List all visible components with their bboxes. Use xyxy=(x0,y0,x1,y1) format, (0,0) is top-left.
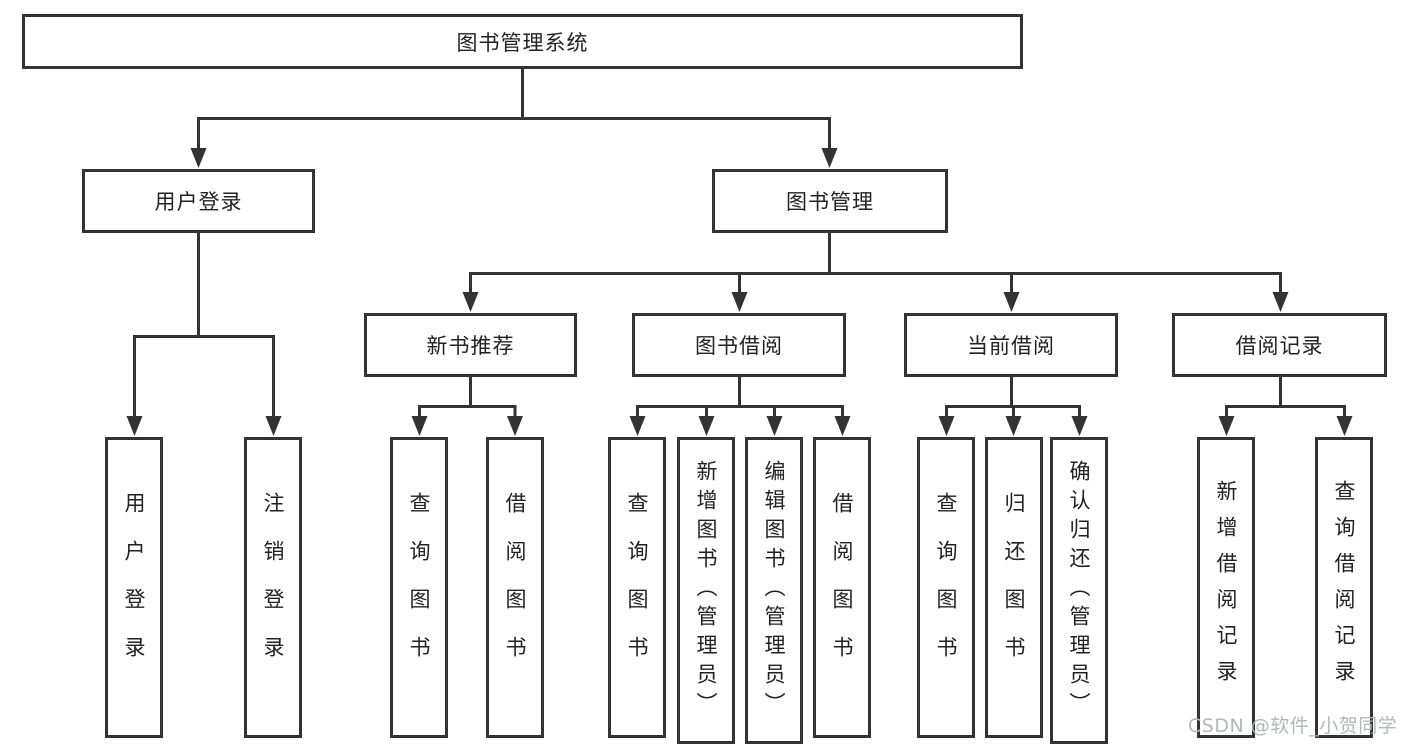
leaf-confirm-return-admin: 确认归还（管理员） xyxy=(1050,437,1108,744)
leaf-query-book-borrow: 查询图书 xyxy=(608,437,666,738)
leaf-add-book-admin: 新增图书（管理员） xyxy=(677,437,735,744)
arrowhead-icons xyxy=(126,148,1353,436)
node-user-login: 用户登录 xyxy=(82,169,315,233)
leaf-borrow-book-recommend: 借阅图书 xyxy=(486,437,544,738)
leaf-borrow-book-borrow: 借阅图书 xyxy=(813,437,871,738)
csdn-watermark: CSDN @软件_小贺同学 xyxy=(1188,715,1398,737)
leaf-query-book-recommend: 查询图书 xyxy=(390,437,448,738)
leaf-return-book: 归还图书 xyxy=(985,437,1043,738)
leaf-query-borrow-record: 查询借阅记录 xyxy=(1315,437,1373,738)
node-book-borrow: 图书借阅 xyxy=(632,313,846,377)
node-book-management: 图书管理 xyxy=(712,169,948,233)
leaf-logout: 注销登录 xyxy=(244,437,302,738)
leaf-user-login: 用户登录 xyxy=(105,437,163,738)
leaf-query-book-current: 查询图书 xyxy=(917,437,975,738)
leaf-add-borrow-record: 新增借阅记录 xyxy=(1197,437,1255,738)
node-borrow-records: 借阅记录 xyxy=(1172,313,1387,377)
node-library-management-system: 图书管理系统 xyxy=(22,14,1023,69)
node-new-book-recommend: 新书推荐 xyxy=(364,313,577,377)
node-current-borrow: 当前借阅 xyxy=(904,313,1118,377)
leaf-edit-book-admin: 编辑图书（管理员） xyxy=(745,437,803,744)
